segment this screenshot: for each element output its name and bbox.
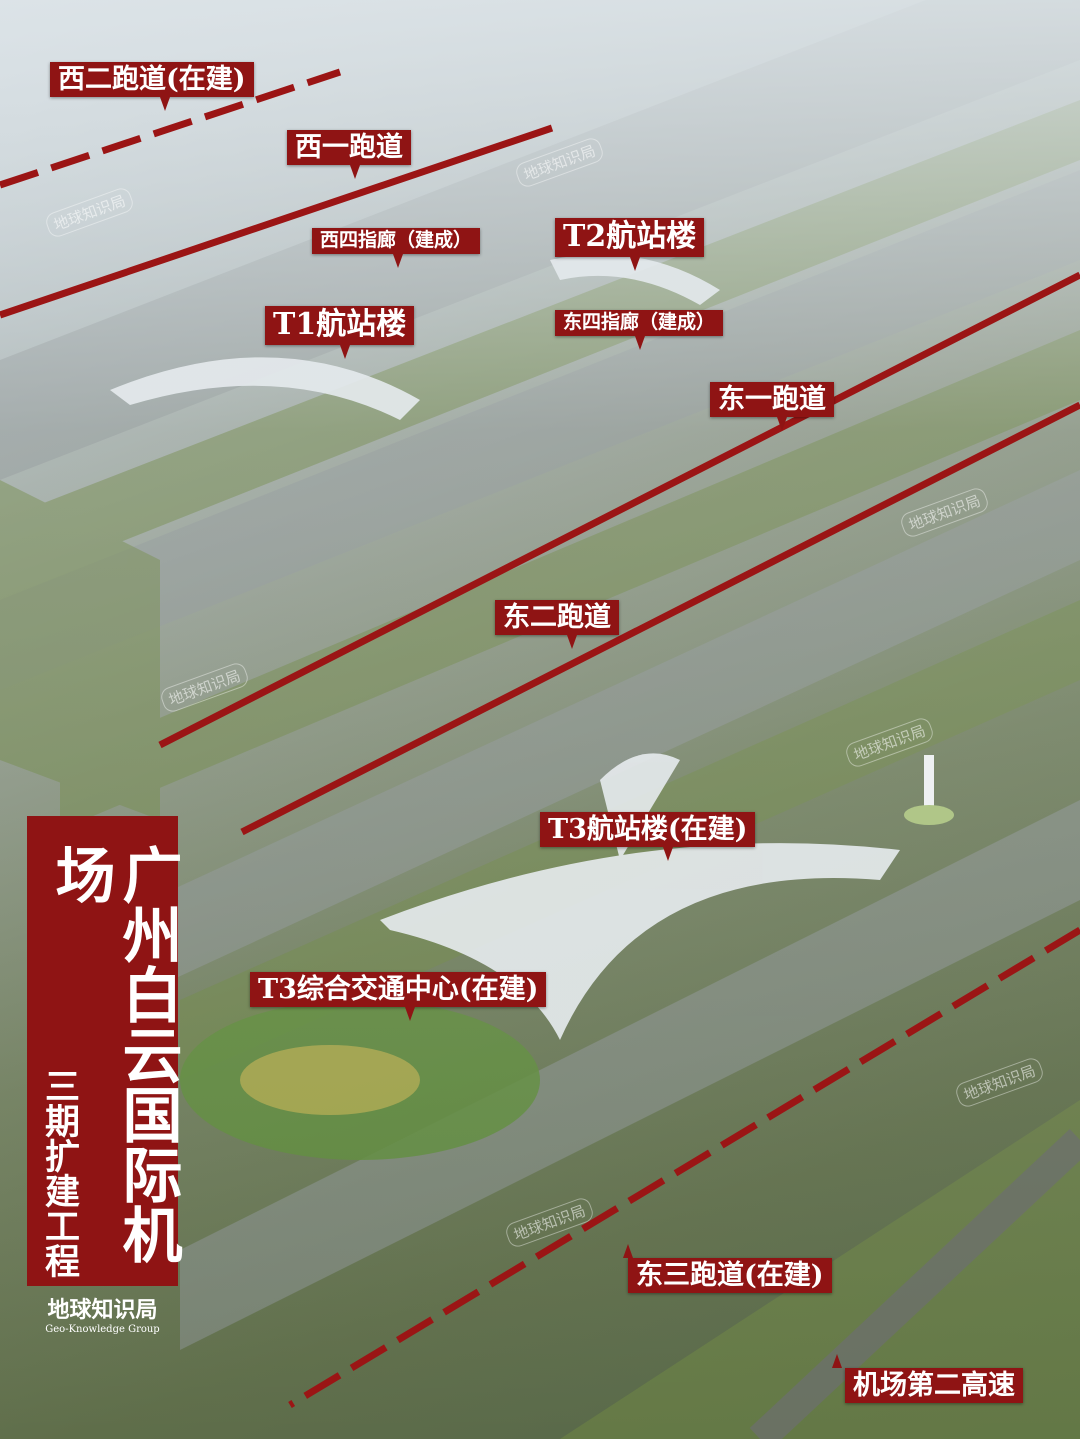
label-t1-terminal: T1航站楼 xyxy=(265,306,415,345)
east1-runway-line xyxy=(158,271,1080,749)
label-t2-terminal: T2航站楼 xyxy=(555,218,705,257)
label-east3-runway: 东三跑道(在建) xyxy=(628,1258,832,1294)
expressway xyxy=(749,1129,1080,1439)
brand-name-cn: 地球知识局 xyxy=(47,1298,158,1323)
title-panel: 广州白云国际机场 三期扩建工程 xyxy=(27,816,182,1286)
main-title: 广州白云国际机场 xyxy=(45,844,182,1264)
label-t3-terminal: T3航站楼(在建) xyxy=(540,812,756,848)
east3-runway-line xyxy=(288,927,1080,1408)
label-east2-runway: 东二跑道 xyxy=(495,600,619,636)
label-east4-pier: 东四指廊（建成） xyxy=(555,310,724,336)
label-t3-transport-center: T3综合交通中心(在建) xyxy=(250,972,547,1008)
west1-runway-line xyxy=(0,124,554,319)
label-airport-expressway: 机场第二高速 xyxy=(845,1368,1023,1404)
label-west4-pier: 西四指廊（建成） xyxy=(312,228,481,254)
east2-runway-line xyxy=(240,401,1080,836)
west2-runway-line xyxy=(0,68,342,189)
subtitle: 三期扩建工程 xyxy=(39,1068,80,1278)
label-east1-runway: 东一跑道 xyxy=(710,382,834,418)
label-west1-runway: 西一跑道 xyxy=(287,130,411,166)
runway-lines xyxy=(0,68,1080,1408)
label-west2-runway: 西二跑道(在建) xyxy=(50,62,254,98)
brand-logo: 地球知识局 Geo-Knowledge Group xyxy=(27,1292,178,1335)
brand-name-en: Geo-Knowledge Group xyxy=(45,1324,160,1335)
